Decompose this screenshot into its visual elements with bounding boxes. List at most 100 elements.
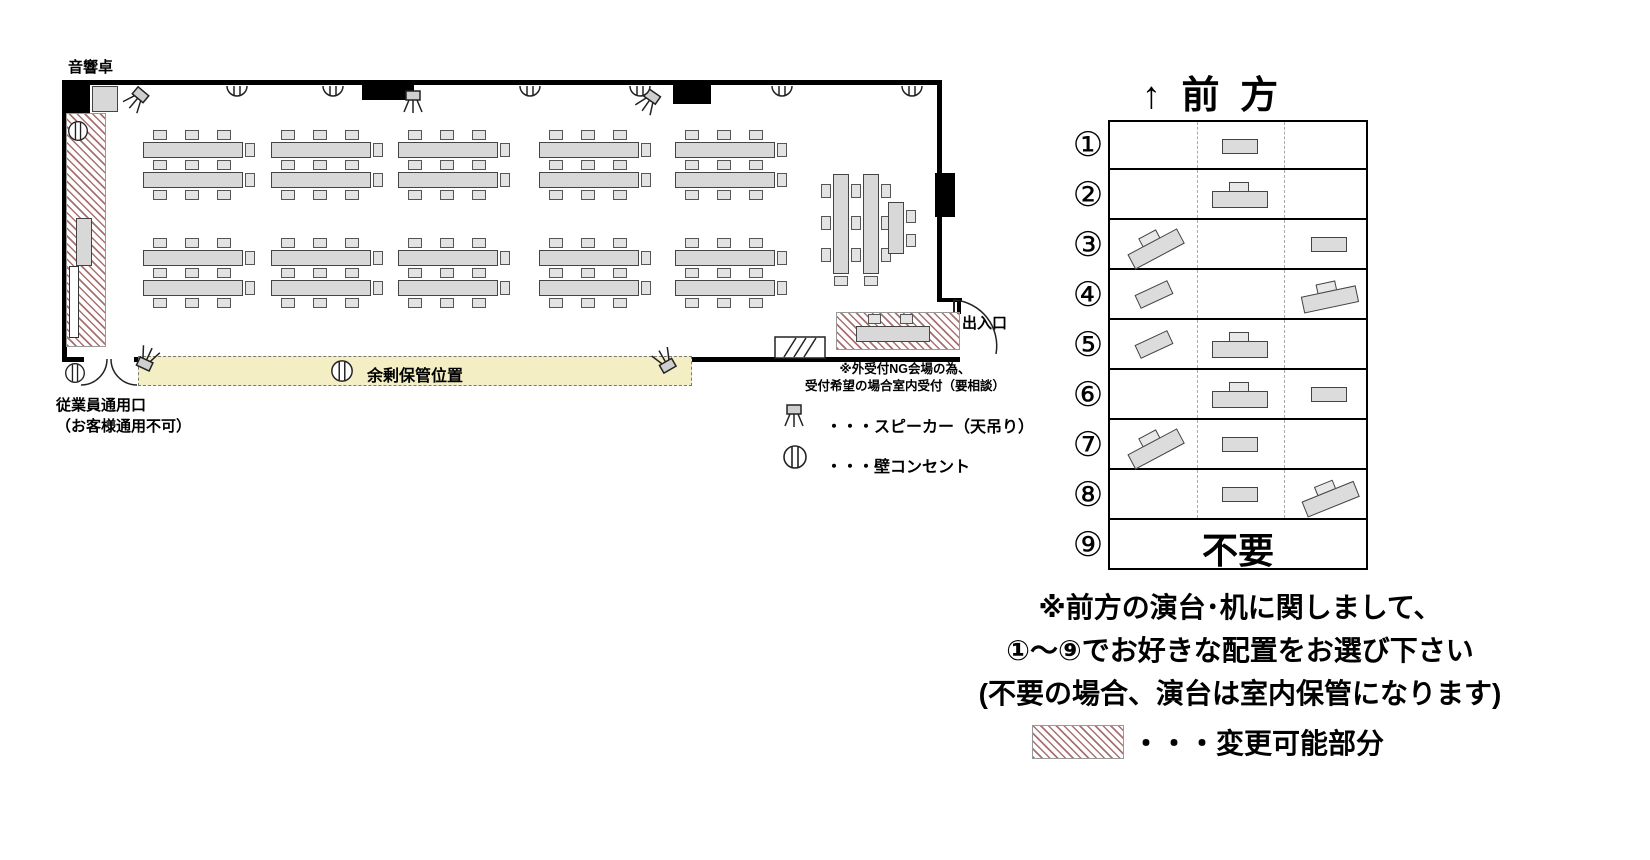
table <box>143 280 243 296</box>
chair <box>217 268 231 278</box>
stacked-items-icon <box>774 336 828 360</box>
table <box>398 172 498 188</box>
chair <box>777 281 787 295</box>
chair <box>313 160 327 170</box>
column-divider <box>1284 420 1285 468</box>
option-none-label: 不要 <box>1201 530 1274 571</box>
chair <box>749 298 763 308</box>
option-number: ⑥ <box>1072 376 1104 414</box>
chair <box>749 190 763 200</box>
table <box>675 250 775 266</box>
reception-note-line2: 受付希望の場合室内受付（要相談） <box>804 379 1005 393</box>
chair <box>345 130 359 140</box>
option-number: ⑨ <box>1072 526 1104 564</box>
layout-option-row-9[interactable]: ⑨ 不要 <box>1068 520 1368 571</box>
staff-door-label-line2: （お客様通用不可） <box>56 418 192 435</box>
ceiling-speaker-icon <box>779 400 809 430</box>
wall-outlet-icon <box>900 85 924 99</box>
wall-outlet-icon <box>225 85 249 99</box>
layout-option-row-1[interactable]: ① <box>1068 120 1368 170</box>
staff-door-arc <box>78 357 140 393</box>
chair <box>373 281 383 295</box>
option-diagram-cell: 不要 <box>1108 520 1368 571</box>
chair <box>408 298 422 308</box>
layout-option-row-3[interactable]: ③ <box>1068 220 1368 270</box>
wall-outlet-icon <box>770 85 794 99</box>
chair <box>834 276 848 286</box>
chair <box>440 268 454 278</box>
table <box>539 142 639 158</box>
column-divider <box>1284 170 1285 218</box>
column-divider <box>1284 320 1285 368</box>
table <box>398 250 498 266</box>
chair <box>185 268 199 278</box>
surplus-storage-strip <box>138 356 692 386</box>
chair <box>641 281 651 295</box>
side-table <box>76 218 92 266</box>
table-island <box>143 238 255 308</box>
chair <box>749 130 763 140</box>
podium-table-shape <box>1212 341 1268 358</box>
option-diagram-cell <box>1108 370 1368 420</box>
column-divider <box>1197 122 1198 168</box>
selection-note-line2: ①～⑨でお好きな配置をお選び下さい <box>1006 635 1474 666</box>
podium-shape <box>1212 182 1268 208</box>
chair <box>851 216 861 230</box>
changeable-legend: ・・・変更可能部分 <box>1032 722 1384 762</box>
changeable-area-swatch <box>1032 725 1124 759</box>
option-diagram-cell <box>1108 220 1368 270</box>
chair <box>153 238 167 248</box>
table <box>675 172 775 188</box>
table <box>539 172 639 188</box>
chair <box>345 190 359 200</box>
chair <box>440 238 454 248</box>
wall <box>62 357 84 362</box>
chair <box>500 281 510 295</box>
wall <box>62 80 67 362</box>
chair <box>345 160 359 170</box>
layout-option-row-4[interactable]: ④ <box>1068 270 1368 320</box>
chair <box>440 130 454 140</box>
chair <box>345 238 359 248</box>
wall <box>937 298 962 302</box>
wall <box>957 298 961 314</box>
chair <box>472 298 486 308</box>
podium-shape <box>1299 276 1360 314</box>
chair <box>777 173 787 187</box>
chair <box>851 248 861 262</box>
option-diagram-cell <box>1108 270 1368 320</box>
layout-option-row-6[interactable]: ⑥ <box>1068 370 1368 420</box>
column-divider <box>1284 370 1285 418</box>
column-divider <box>1197 420 1198 468</box>
table-island <box>675 238 787 308</box>
chair <box>185 190 199 200</box>
wall-section <box>362 80 414 100</box>
chair <box>581 160 595 170</box>
chair <box>864 276 878 286</box>
table <box>833 174 849 274</box>
column-divider <box>1197 270 1198 318</box>
layout-option-row-5[interactable]: ⑤ <box>1068 320 1368 370</box>
layout-option-row-8[interactable]: ⑧ <box>1068 470 1368 520</box>
chair <box>749 160 763 170</box>
column-divider <box>1284 122 1285 168</box>
desk-shape <box>1222 139 1258 154</box>
chair <box>408 238 422 248</box>
table <box>271 250 371 266</box>
chair <box>821 216 831 230</box>
option-diagram-cell <box>1108 120 1368 170</box>
chair <box>345 298 359 308</box>
layout-option-row-2[interactable]: ② <box>1068 170 1368 220</box>
chair <box>408 160 422 170</box>
table-island <box>539 130 651 200</box>
podium-shape <box>1212 382 1268 408</box>
chair <box>749 238 763 248</box>
chair <box>440 298 454 308</box>
option-number: ③ <box>1072 226 1104 264</box>
layout-option-row-7[interactable]: ⑦ <box>1068 420 1368 470</box>
chair <box>281 268 295 278</box>
chair <box>153 298 167 308</box>
chair <box>440 190 454 200</box>
table <box>539 280 639 296</box>
